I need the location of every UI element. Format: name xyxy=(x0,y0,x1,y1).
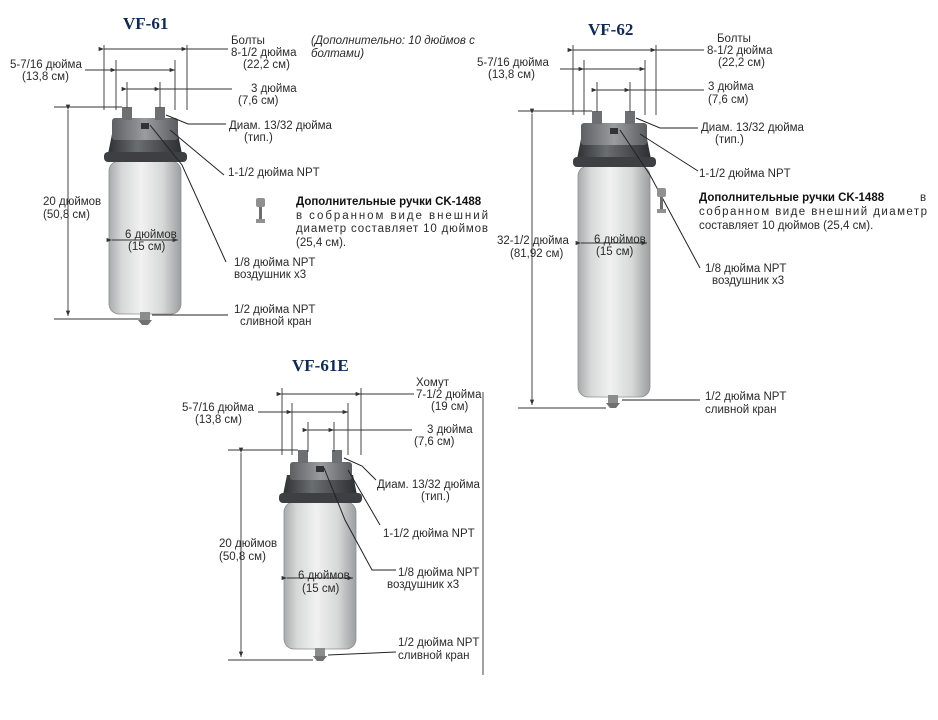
vf61-bolts-cm: (22,2 см) xyxy=(243,59,290,71)
vf62-leaders xyxy=(619,117,701,401)
vf61-optional-note-2: болтами) xyxy=(311,48,364,60)
vf61-bolts-value: 8-1/2 дюйма xyxy=(231,47,297,59)
vf61-spacing-value: 3 дюйма xyxy=(251,83,297,95)
vf62-handle-icon xyxy=(657,188,666,213)
vf61-drain-value: 1/2 дюйма NPT xyxy=(234,304,315,316)
vf61e-height-cm: (50,8 см) xyxy=(219,551,266,563)
vf62-inlet: 1-1/2 дюйма NPT xyxy=(699,168,791,180)
vf61-housing xyxy=(104,107,187,325)
vf61e-vent-value: 1/8 дюйма NPT xyxy=(398,567,479,579)
vf62-height-value: 32-1/2 дюйма xyxy=(497,235,569,247)
vf62-housing xyxy=(573,111,656,408)
vf62-bolts-cm: (22,2 см) xyxy=(718,57,765,69)
vf62-dimensions xyxy=(518,45,704,409)
vf62-bolts-value: 8-1/2 дюйма xyxy=(707,45,773,57)
vf61-vent-note: воздушник х3 xyxy=(234,269,306,281)
vf61-optional-note-1: (Дополнительно: 10 дюймов с xyxy=(311,35,475,47)
vf62-handles-title: Дополнительные ручки CK-1488 xyxy=(699,192,885,204)
vf61e-width-cm: (13,8 см) xyxy=(195,414,242,426)
vf61e-width-value: 5-7/16 дюйма xyxy=(182,402,254,414)
vf62-diameter-cm: (15 см) xyxy=(596,246,633,258)
vf61-hole-value: Диам. 13/32 дюйма xyxy=(229,120,333,132)
vf61-inlet: 1-1/2 дюйма NPT xyxy=(228,167,320,179)
vf61-group: VF-61 xyxy=(10,14,488,328)
vf62-hole-value: Диам. 13/32 дюйма xyxy=(701,122,805,134)
vf61-handles-line1: в собранном виде внешний xyxy=(296,210,488,222)
vf61e-height-value: 20 дюймов xyxy=(219,538,277,550)
vf61-spacing-cm: (7,6 см) xyxy=(238,95,279,107)
vf61-diameter-cm: (15 см) xyxy=(128,241,165,253)
vf61-title: VF-61 xyxy=(123,14,168,33)
vf62-hole-note: (тип.) xyxy=(715,134,744,146)
vf61e-hole-value: Диам. 13/32 дюйма xyxy=(377,479,481,491)
vf62-drain-note: сливной кран xyxy=(705,404,777,416)
vf62-width-cm: (13,8 см) xyxy=(488,69,535,81)
vf61-height-value: 20 дюймов xyxy=(43,196,101,208)
vf61-handles-title: Дополнительные ручки CK-1488 xyxy=(296,196,482,208)
vf62-width-value: 5-7/16 дюйма xyxy=(477,57,549,69)
vf62-handles-line2: составляет 10 дюймов (25,4 см). xyxy=(699,220,873,232)
vf61-dimensions xyxy=(54,45,232,320)
vf61-height-cm: (50,8 см) xyxy=(43,209,90,221)
vf62-group: VF-62 xyxy=(477,20,927,416)
vf62-title: VF-62 xyxy=(588,20,633,39)
vf61e-title: VF-61E xyxy=(292,356,349,375)
vf61-bolts-title: Болты xyxy=(231,35,265,47)
vf62-vent-note: воздушник х3 xyxy=(712,275,784,287)
vf61e-dimensions xyxy=(228,388,484,675)
vf61-hole-note: (тип.) xyxy=(244,132,273,144)
vf61-diameter-value: 6 дюймов xyxy=(125,229,177,241)
vf61e-drain-value: 1/2 дюйма NPT xyxy=(398,637,479,649)
vf62-handles-suffix: в xyxy=(920,192,926,204)
vf61-drain-note: сливной кран xyxy=(240,316,312,328)
vf61e-housing xyxy=(279,450,362,661)
vf61e-vent-note: воздушник х3 xyxy=(387,579,459,591)
vf61e-leaders xyxy=(323,457,397,656)
vf62-bolts-title: Болты xyxy=(717,33,751,45)
vf62-diameter-value: 6 дюймов xyxy=(594,234,646,246)
vf61e-clamp-cm: (19 см) xyxy=(431,401,468,413)
vf61e-clamp-value: 7-1/2 дюйма xyxy=(416,389,482,401)
vf61e-hole-note: (тип.) xyxy=(421,491,450,503)
vf61-handles-line2: диаметр составляет 10 дюймов xyxy=(296,223,488,235)
vf62-handles-line1: собранном виде внешний диаметр xyxy=(699,206,927,218)
vf61e-clamp-title: Хомут xyxy=(416,377,450,389)
vf62-drain-value: 1/2 дюйма NPT xyxy=(705,391,786,403)
vf61e-spacing-value: 3 дюйма xyxy=(427,424,473,436)
vf61e-drain-note: сливной кран xyxy=(398,650,470,662)
vf61e-diameter-value: 6 дюймов xyxy=(298,570,350,582)
vf62-spacing-value: 3 дюйма xyxy=(708,81,754,93)
vf61e-inlet: 1-1/2 дюйма NPT xyxy=(383,528,475,540)
vf62-vent-value: 1/8 дюйма NPT xyxy=(705,263,786,275)
vf61-leaders xyxy=(149,114,228,316)
vf61-width-cm: (13,8 см) xyxy=(22,71,69,83)
vf61-handle-icon xyxy=(256,198,265,223)
vf61-width-value: 5-7/16 дюйма xyxy=(10,59,82,71)
vf61e-spacing-cm: (7,6 см) xyxy=(414,436,455,448)
vf62-height-cm: (81,92 см) xyxy=(510,248,563,260)
vf62-spacing-cm: (7,6 см) xyxy=(708,94,749,106)
vf61-handles-line3: (25,4 см). xyxy=(296,237,346,249)
vf61e-diameter-cm: (15 см) xyxy=(302,583,339,595)
vf61-vent-value: 1/8 дюйма NPT xyxy=(234,257,315,269)
vf61e-group: VF-61E xyxy=(182,356,484,675)
